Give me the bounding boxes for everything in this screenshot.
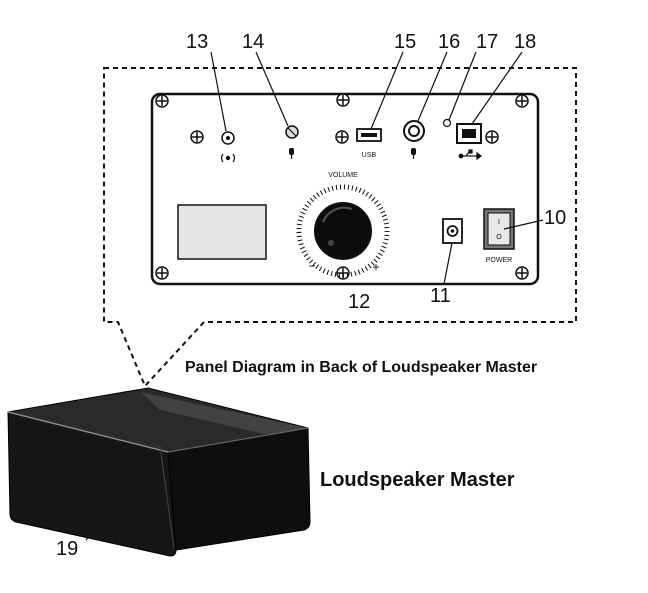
callout-17: 17 [476, 31, 498, 53]
microphone-icon [411, 148, 416, 159]
volume-label: VOLUME [328, 172, 358, 179]
loudspeaker-image [7, 387, 311, 557]
dc-power-jack [442, 218, 463, 244]
power-label: POWER [486, 257, 512, 264]
screw-icon [515, 94, 529, 108]
power-switch: I O POWER [483, 208, 515, 264]
usb-label: USB [362, 152, 377, 159]
antenna-jack [220, 131, 236, 163]
screw-icon [190, 130, 204, 144]
power-off-label: O [496, 234, 502, 241]
screw-icon [155, 266, 169, 280]
aux-input [285, 125, 299, 159]
callout-12: 12 [348, 291, 370, 313]
screw-icon [336, 266, 350, 280]
mic-jack [403, 120, 425, 159]
power-on-label: I [498, 219, 500, 226]
callout-14: 14 [242, 31, 264, 53]
volume-minus-label: − [308, 259, 315, 273]
screw-icon [335, 130, 349, 144]
panel-screws [155, 93, 529, 280]
display-window [177, 204, 267, 260]
panel-caption: Panel Diagram in Back of Loudspeaker Mas… [185, 359, 537, 376]
screw-icon [336, 93, 350, 107]
usb-b-port [456, 123, 482, 161]
speaker-caption: Loudspeaker Master [320, 469, 515, 491]
led-indicator [442, 118, 452, 128]
callout-10: 10 [544, 207, 566, 229]
callout-11: 11 [430, 285, 451, 307]
screw-icon [515, 266, 529, 280]
volume-knob: VOLUME − + [296, 172, 390, 278]
callout-15: 15 [394, 31, 416, 53]
volume-plus-label: + [372, 260, 379, 274]
usb-port: USB [356, 128, 382, 159]
callout-16: 16 [438, 31, 460, 53]
screw-icon [155, 94, 169, 108]
callout-18: 18 [514, 31, 536, 53]
screw-icon [485, 130, 499, 144]
antenna-icon [220, 153, 236, 163]
callout-19: 19 [56, 538, 78, 560]
microphone-icon [289, 148, 294, 159]
callout-outline [103, 67, 577, 388]
usb-icon [458, 149, 482, 161]
callout-13: 13 [186, 31, 208, 53]
